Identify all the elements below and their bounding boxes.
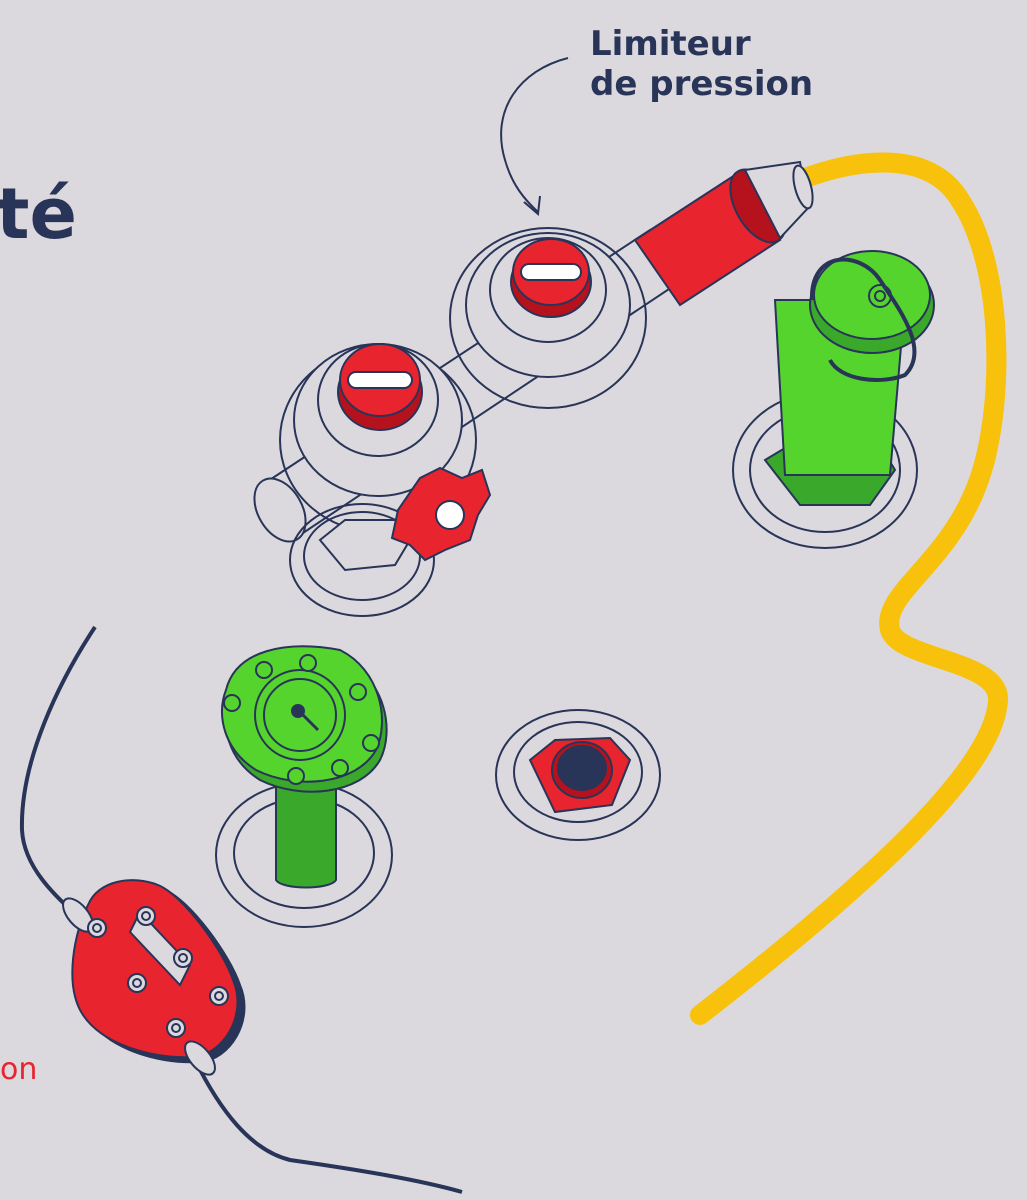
callout-line-1: Limiteur <box>590 24 751 64</box>
regulator-base <box>289 503 435 617</box>
green-pipe-icon <box>215 645 393 928</box>
body-text-fragment: on <box>0 1052 38 1087</box>
yellow-hose <box>690 152 1008 1025</box>
callout-line-2: de pression <box>590 64 814 104</box>
drain-plug-icon <box>495 709 661 841</box>
pressure-valve-icon <box>449 227 647 409</box>
red-seal-clamp-icon <box>19 625 463 1194</box>
callout-label: Limiteur de pression <box>590 24 813 104</box>
pressure-valve-icon <box>279 343 477 533</box>
arrow-curve-icon <box>500 57 569 216</box>
red-knob-icon <box>390 466 492 562</box>
page-title-fragment: té <box>0 173 77 255</box>
green-pipe-icon <box>732 250 935 549</box>
pressure-limiter-coupling <box>633 160 814 307</box>
